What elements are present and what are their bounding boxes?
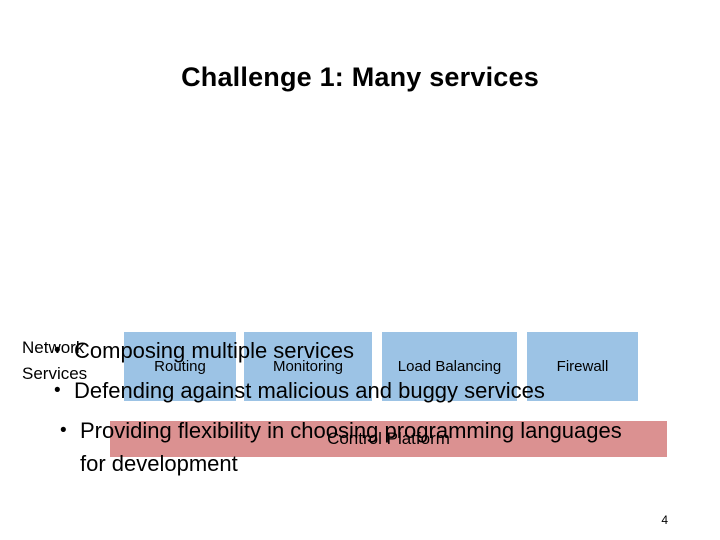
bullet-marker-icon: •: [60, 420, 67, 441]
control-platform-bar[interactable]: Control Platform: [110, 421, 667, 457]
list-item-label: Defending against malicious and buggy se…: [74, 378, 545, 403]
network-services-label: Network Services: [22, 338, 88, 383]
page-title: Challenge 1: Many services: [181, 62, 539, 92]
list-item-label: Providing flexibility in choosing progra…: [80, 418, 622, 476]
service-box-load-balancing[interactable]: Load Balancing: [382, 332, 517, 401]
bullet-marker-icon: •: [54, 340, 61, 361]
bullet-marker-icon: •: [54, 380, 61, 401]
service-box-row: Routing Monitoring Load Balancing Firewa…: [0, 332, 720, 402]
service-box-routing[interactable]: Routing: [124, 332, 236, 401]
architecture-diagram: Network Services Routing Monitoring Load…: [0, 160, 720, 457]
bullet-list: • Composing multiple services • Defendin…: [0, 334, 720, 480]
page-number: 4: [661, 513, 668, 527]
service-box-monitoring[interactable]: Monitoring: [244, 332, 372, 401]
list-item: • Providing flexibility in choosing prog…: [0, 414, 720, 480]
service-box-firewall[interactable]: Firewall: [527, 332, 638, 401]
list-item-label: Composing multiple services: [74, 338, 354, 363]
list-item: • Composing multiple services: [0, 334, 720, 367]
list-item: • Defending against malicious and buggy …: [0, 374, 720, 407]
